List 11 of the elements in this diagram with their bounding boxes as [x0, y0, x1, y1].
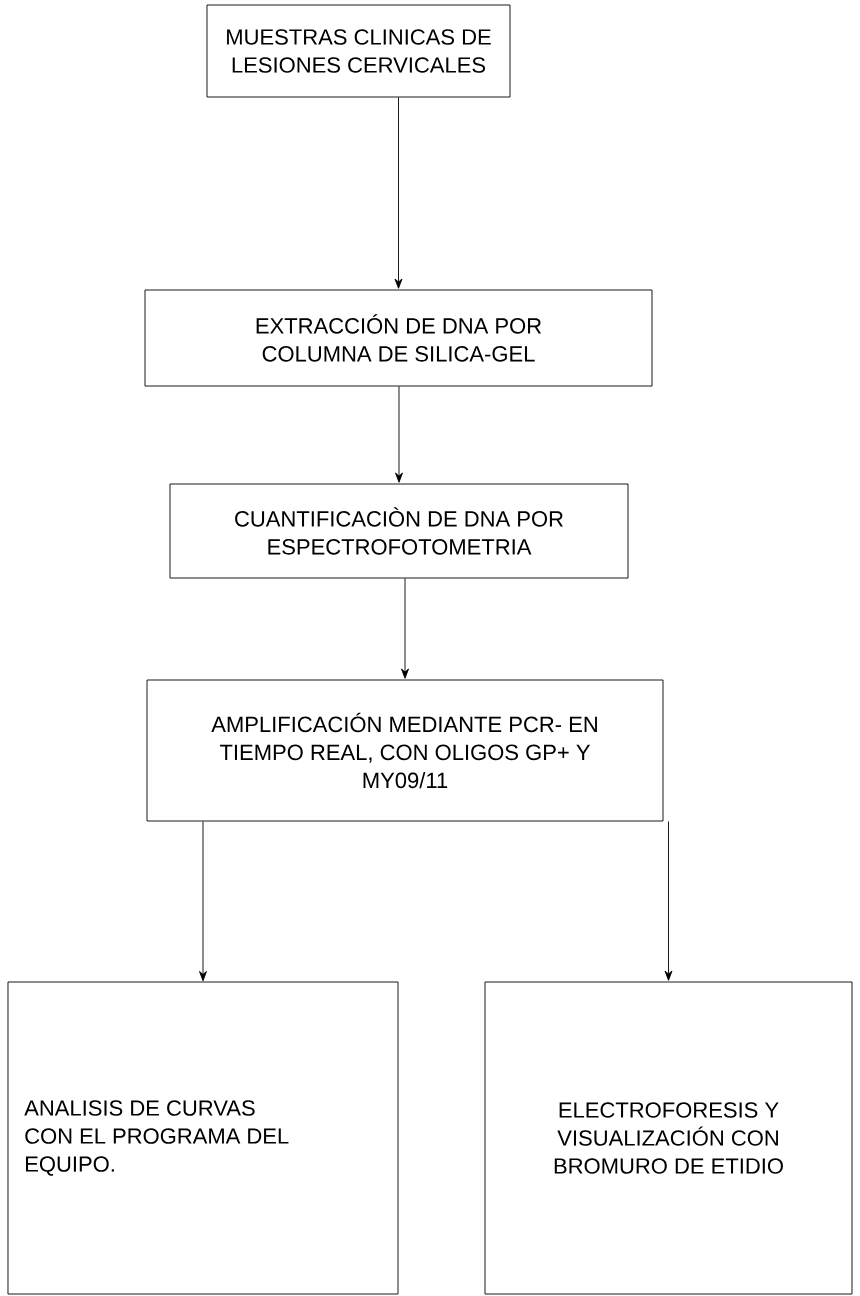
process-box: CUANTIFICACIÒN DE DNA POR ESPECTROFOTOMETRIA — [169, 483, 629, 579]
process-box: ELECTROFORESIS Y VISUALIZACIÓN CON BROMURO DE ETIDIO — [484, 981, 853, 1295]
process-box: MUESTRAS CLINICAS DE LESIONES CERVICALES — [206, 4, 511, 98]
arrow — [664, 821, 673, 981]
arrow — [394, 97, 403, 289]
process-box: EXTRACCIÓN DE DNA POR COLUMNA DE SILICA-GEL — [144, 289, 653, 387]
arrow — [401, 578, 409, 679]
process-box: ANALISIS DE CURVAS CON EL PROGRAMA DEL EQUIPO. — [7, 981, 399, 1295]
arrow — [395, 386, 403, 483]
arrow — [199, 821, 207, 982]
process-box: AMPLIFICACIÓN MEDIANTE PCR- EN TIEMPO REAL, CON OLIGOS GP+ Y MY09/11 — [146, 679, 664, 822]
